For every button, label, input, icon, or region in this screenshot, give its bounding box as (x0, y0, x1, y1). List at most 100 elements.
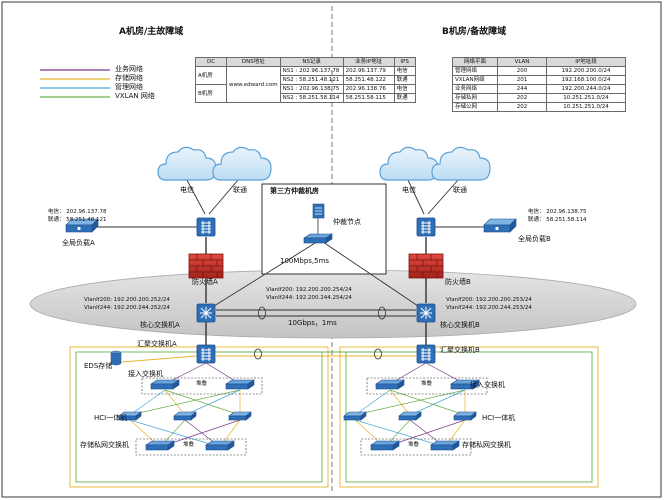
dns-ns: NS1 : 202.96.137.78 (279, 66, 344, 76)
side-a-vlan200: VlanIf200: 192.200.200.252/24 (84, 297, 170, 303)
dns-ns: NS1 : 202.96.138.75 (279, 84, 344, 94)
stack-box-access-b (366, 377, 488, 395)
gslb-b-device (483, 218, 517, 233)
access-switch-a-1 (150, 379, 180, 390)
table-row: A机房 www.edward.com NS1 : 202.96.137.78 2… (195, 66, 416, 103)
dns-dc-a: A机房 (195, 66, 227, 85)
dns-ip: 58.251.58.115 (342, 93, 395, 103)
stack-box-access-a (141, 377, 263, 395)
legend-storage: 存储网络 (115, 74, 143, 82)
dns-ip: 202.96.137.79 (342, 66, 395, 76)
dns-table: DC DNS地址 NS记录 业务IP地址 IPS A机房 www.edward.… (195, 57, 416, 103)
vlan-subnet: 192.168.100.0/24 (546, 75, 626, 85)
vlan-table: 网络平面 VLAN IP地址段 管理网络 200 192.200.200.0/2… (452, 57, 626, 112)
side-a-vlan244: VlanIf244: 192.200.244.252/24 (84, 305, 170, 311)
table-row: VXLAN网络 201 192.168.100.0/24 (452, 75, 626, 85)
hci-b-label: HCI一体机 (482, 414, 516, 422)
unicom-label-b: 联通 (453, 186, 467, 194)
side-b-telecom-ip: 电信： 202.96.138.75 (528, 209, 587, 215)
dns-isp: 电信 (393, 66, 416, 76)
telecom-label-b: 电信 (402, 186, 416, 194)
eds-storage-device (110, 350, 122, 366)
arbitration-node-label: 仲裁节点 (333, 218, 361, 226)
telecom-cloud-a (157, 146, 217, 181)
hci-b-1 (343, 411, 367, 421)
dns-ip: 58.251.48.122 (342, 75, 395, 85)
hci-a-2 (173, 411, 197, 421)
vlan-plane: VXLAN网络 (452, 75, 498, 85)
third-party-title: 第三方仲裁机房 (270, 187, 319, 195)
vlan-id: 244 (497, 84, 547, 94)
gslb-b-label: 全局负载B (518, 235, 551, 243)
core-ellipse (29, 269, 637, 339)
agg-switch-b-device (416, 344, 436, 364)
third-party-box (261, 183, 387, 275)
vlan-table-header: 网络平面 VLAN IP地址段 (452, 57, 626, 67)
access-switch-a-label: 接入交换机 (128, 370, 163, 378)
table-row: 管理网络 200 192.200.200.0/24 (452, 66, 626, 76)
vlan-id: 202 (497, 102, 547, 112)
side-a-telecom-ip: 电信： 202.96.137.78 (48, 209, 107, 215)
vlan-subnet: 192.200.244.0/24 (546, 84, 626, 94)
table-row: B机房 NS1 : 202.96.138.75 202.96.138.76 电信 (195, 84, 416, 103)
stack-label-access-b: 堆叠 (421, 381, 433, 387)
dns-col-dns: DNS地址 (226, 57, 281, 67)
vlan-col-plane: 网络平面 (452, 57, 498, 67)
table-row: 存储私网 202 10.251.251.0/24 (452, 93, 626, 103)
fanout-b (354, 362, 466, 448)
hci-a-3 (228, 411, 252, 421)
dns-isp: 电信 (393, 84, 416, 94)
fanout-a (129, 362, 241, 448)
core-switch-b-label: 核心交换机B (440, 321, 480, 329)
storage-switch-b-1 (370, 440, 400, 451)
arbitration-node-device (312, 203, 325, 219)
dns-dc-b: B机房 (195, 84, 227, 103)
side-b-vlan200: VlanIf200: 192.200.200.253/24 (446, 297, 532, 303)
vlan-col-ip: IP地址段 (546, 57, 626, 67)
unicom-cloud-b (431, 146, 491, 181)
agg-switch-a-label: 汇聚交换机A (137, 340, 177, 348)
dns-col-isp: IPS (393, 57, 416, 67)
firewall-b-device (408, 253, 444, 279)
egress-switch-b (416, 217, 436, 237)
table-row: NS2 : 58.251.58.114 58.251.58.115 联通 (196, 93, 416, 103)
unicom-cloud-a (212, 146, 272, 181)
telecom-label-a: 电信 (180, 186, 194, 194)
legend-business: 业务网络 (115, 65, 143, 73)
link-telecom-b (407, 179, 425, 215)
dns-ip: 202.96.138.76 (342, 84, 395, 94)
core-switch-b-device (416, 303, 436, 323)
agg-switch-b-label: 汇聚交换机B (440, 346, 480, 354)
third-party-vlan244: VlanIf244: 192.200.244.254/24 (266, 295, 352, 301)
dns-domain: www.edward.com (226, 66, 281, 103)
room-b-title: B机房/备故障域 (442, 27, 507, 37)
egress-switch-a (196, 217, 216, 237)
vlan-id: 202 (497, 93, 547, 103)
access-switch-a-2 (225, 379, 255, 390)
link-unicom-b (427, 179, 459, 215)
arb-link-a (213, 239, 321, 307)
vlan-subnet: 10.251.251.0/24 (546, 93, 626, 103)
hci-b-3 (453, 411, 477, 421)
access-switch-b-1 (375, 379, 405, 390)
side-a-unicom-ip: 联通： 58.251.48.121 (48, 217, 107, 223)
dns-col-ip: 业务IP地址 (342, 57, 395, 67)
vlan-id: 201 (497, 75, 547, 85)
vlan-subnet: 192.200.200.0/24 (546, 66, 626, 76)
firewall-a-device (188, 253, 224, 279)
agg-switch-a-device (196, 344, 216, 364)
core-switch-a-label: 核心交换机A (140, 321, 180, 329)
gslb-a-label: 全局负载A (62, 239, 95, 247)
legend-vxlan: VXLAN 网络 (115, 92, 155, 100)
stack-label-storage-a: 堆叠 (183, 442, 195, 448)
dns-col-ns: NS记录 (279, 57, 344, 67)
vlan-col-vlan: VLAN (497, 57, 547, 67)
vlan-id: 200 (497, 66, 547, 76)
firewall-a-label: 防火墙A (192, 278, 218, 286)
storage-switch-b-label: 存储私网交换机 (462, 441, 511, 449)
vlan-plane: 存储私网 (452, 93, 498, 103)
legend-management: 管理网络 (115, 83, 143, 91)
